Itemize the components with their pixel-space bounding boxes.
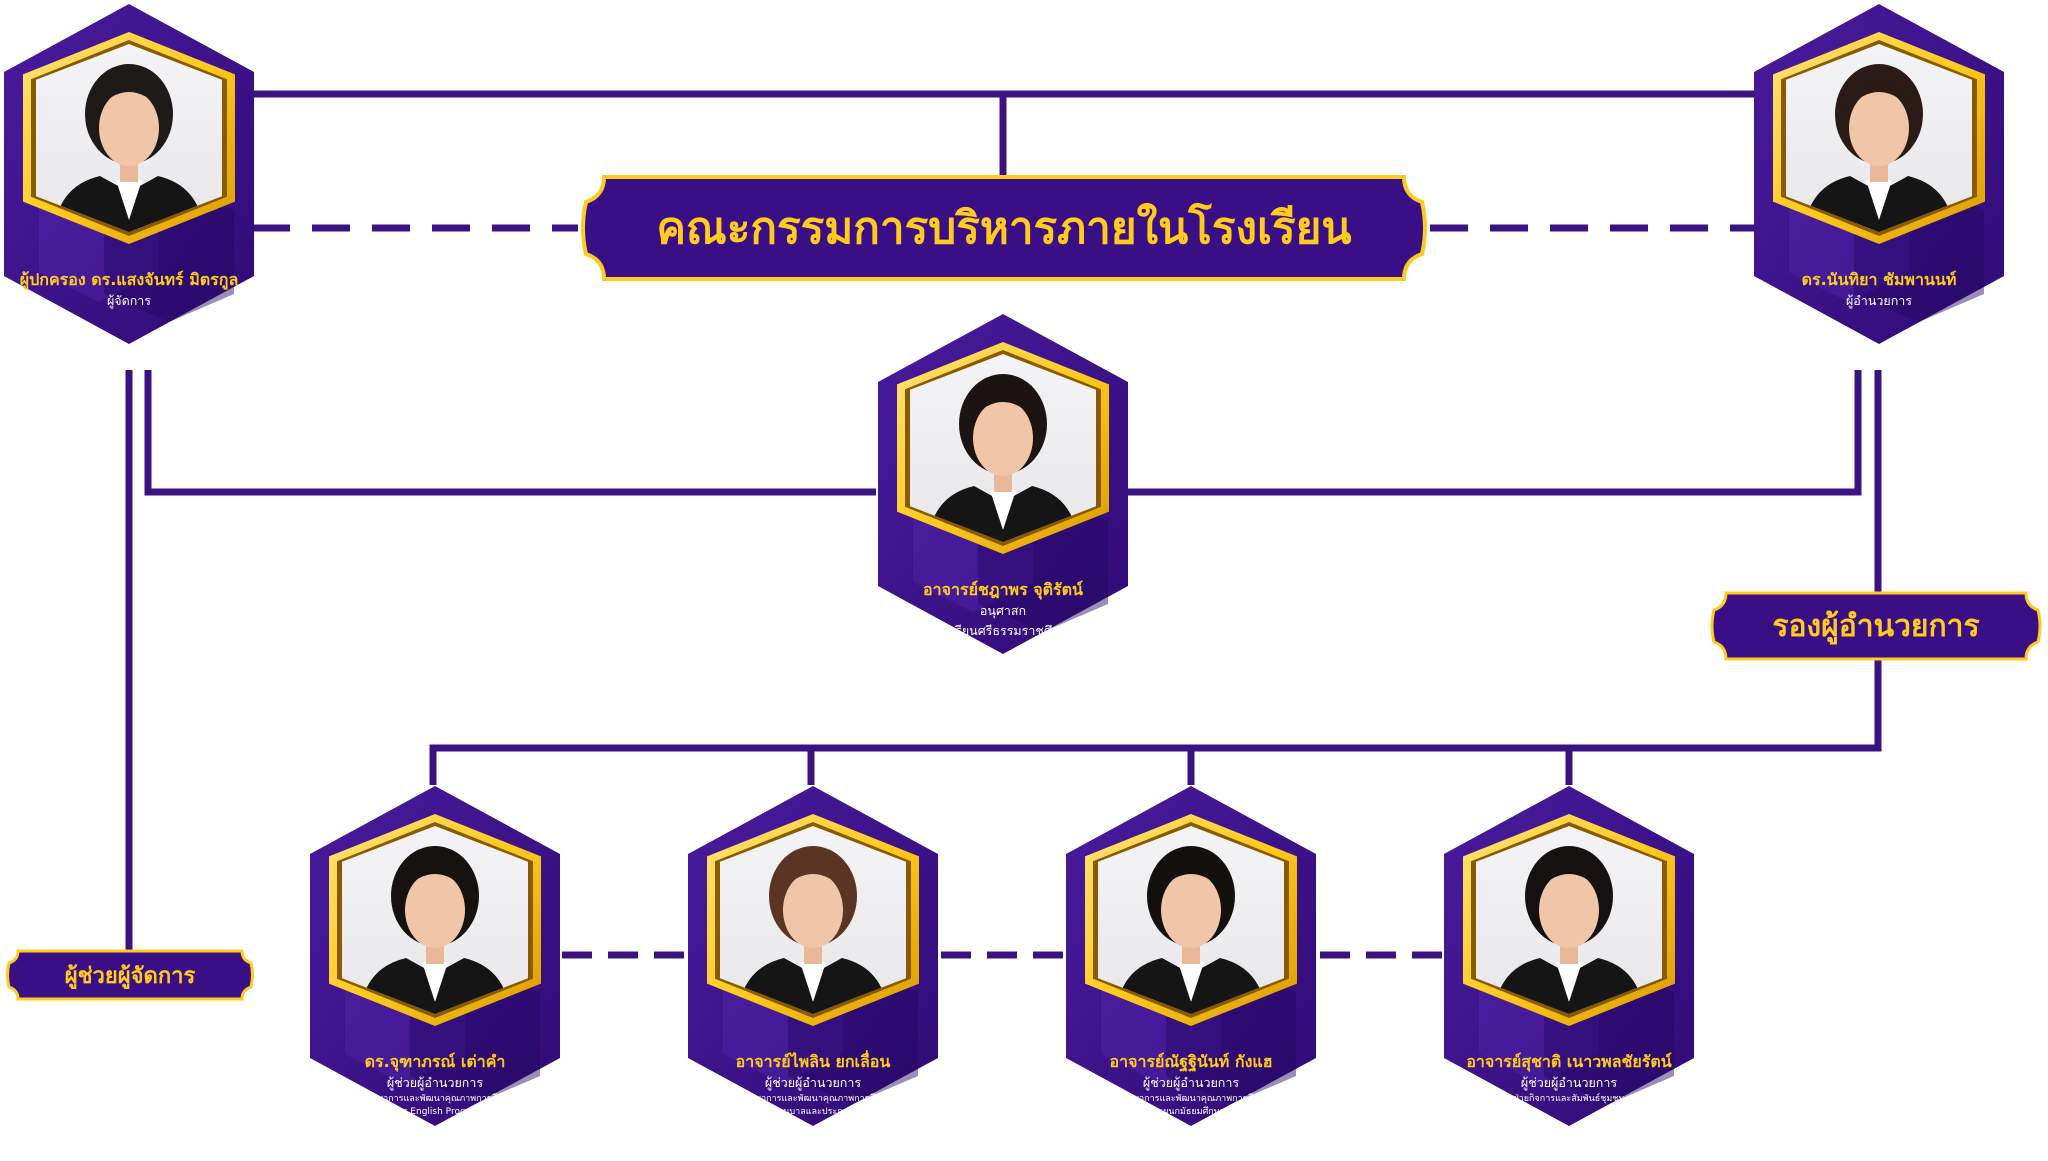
person-detail: ฝ่ายกิจการและสัมพันธ์ชุมชน bbox=[1513, 1094, 1625, 1104]
person-photo-icon bbox=[360, 846, 510, 1014]
person-name: อาจารย์สุชาติ เนาวพลชัยรัตน์ bbox=[1466, 1052, 1672, 1071]
person-photo-icon bbox=[1804, 64, 1954, 232]
card-assistant-4: อาจารย์สุชาติ เนาวพลชัยรัตน์ ผู้ช่วยผู้อ… bbox=[1442, 784, 1696, 1128]
card-assistant-2: อาจารย์ไพลิน ยกเลื่อน ผู้ช่วยผู้อำนวยการ… bbox=[686, 784, 940, 1128]
deputy-banner-label: รองผู้อำนวยการ bbox=[1772, 608, 1980, 644]
assistant-manager-banner: ผู้ช่วยผู้จัดการ bbox=[4, 948, 256, 1002]
card-assistant-3: อาจารย์ณัฐฐินันท์ กังแฮ ผู้ช่วยผู้อำนวยก… bbox=[1064, 784, 1318, 1128]
person-name: ดร.จุฑาภรณ์ เต่าคำ bbox=[364, 1052, 506, 1071]
card-licensee: อาจารย์ชฎาพร จุติรัตน์ อนุศาสก โรงเรียนศ… bbox=[876, 312, 1130, 656]
person-photo-icon bbox=[54, 64, 204, 232]
portrait-photo bbox=[342, 826, 528, 1014]
person-role: ผู้ช่วยผู้อำนวยการ bbox=[386, 1075, 484, 1090]
person-detail: โรงเรียนศรีธรรมราชศึกษา bbox=[931, 623, 1075, 638]
assistant-manager-banner-label: ผู้ช่วยผู้จัดการ bbox=[64, 963, 196, 989]
portrait-photo bbox=[720, 826, 906, 1014]
person-name: อาจารย์ณัฐฐินันท์ กังแฮ bbox=[1109, 1052, 1273, 1071]
person-photo-icon bbox=[928, 374, 1078, 542]
person-name: ผู้ปกครอง ดร.แสงจันทร์ มิตรกูล bbox=[19, 270, 239, 289]
person-detail: โครงการ English Programme bbox=[372, 1107, 498, 1117]
card-assistant-1: ดร.จุฑาภรณ์ เต่าคำ ผู้ช่วยผู้อำนวยการ ฝ่… bbox=[308, 784, 562, 1128]
person-name: อาจารย์ไพลิน ยกเลื่อน bbox=[735, 1052, 891, 1071]
person-role: ผู้ช่วยผู้อำนวยการ bbox=[1142, 1075, 1240, 1090]
portrait-photo bbox=[1476, 826, 1662, 1014]
person-name: ดร.นันทิยา ชัมพานนท์ bbox=[1801, 270, 1957, 289]
card-manager: ผู้ปกครอง ดร.แสงจันทร์ มิตรกูล ผู้จัดการ bbox=[2, 2, 256, 346]
title-banner-label: คณะกรรมการบริหารภายในโรงเรียน bbox=[656, 203, 1352, 254]
person-photo-icon bbox=[1116, 846, 1266, 1014]
person-role: ผู้ช่วยผู้อำนวยการ bbox=[764, 1075, 862, 1090]
portrait-photo bbox=[1098, 826, 1284, 1014]
portrait-photo bbox=[36, 44, 222, 232]
assistant-manager-banner-frame bbox=[6, 949, 254, 1001]
person-detail: ฝ่ายวิชาการและพัฒนาคุณภาพการศึกษา bbox=[1112, 1094, 1270, 1104]
deputy-banner: รองผู้อำนวยการ bbox=[1708, 590, 2044, 662]
title-banner: คณะกรรมการบริหารภายในโรงเรียน bbox=[576, 174, 1432, 282]
person-detail: แผนกมัธยมศึกษา bbox=[1157, 1107, 1225, 1117]
person-photo-icon bbox=[1494, 846, 1644, 1014]
title-banner-frame bbox=[581, 175, 1427, 281]
portrait-photo bbox=[910, 354, 1096, 542]
person-detail: ฝ่ายวิชาการและพัฒนาคุณภาพการศึกษา bbox=[734, 1094, 892, 1104]
person-role: ผู้ช่วยผู้อำนวยการ bbox=[1520, 1075, 1618, 1090]
person-name: อาจารย์ชฎาพร จุติรัตน์ bbox=[923, 580, 1083, 599]
person-detail: แผนกอนุบาลและประถมศึกษา bbox=[755, 1107, 871, 1117]
deputy-banner-frame bbox=[1710, 591, 2042, 661]
portrait-photo bbox=[1786, 44, 1972, 232]
person-photo-icon bbox=[738, 846, 888, 1014]
person-role: ผู้อำนวยการ bbox=[1845, 293, 1913, 308]
card-director: ดร.นันทิยา ชัมพานนท์ ผู้อำนวยการ bbox=[1752, 2, 2006, 346]
person-role: อนุศาสก bbox=[979, 603, 1027, 618]
person-role: ผู้จัดการ bbox=[106, 293, 152, 308]
person-detail: ฝ่ายวิชาการและพัฒนาคุณภาพการศึกษา bbox=[356, 1094, 514, 1104]
